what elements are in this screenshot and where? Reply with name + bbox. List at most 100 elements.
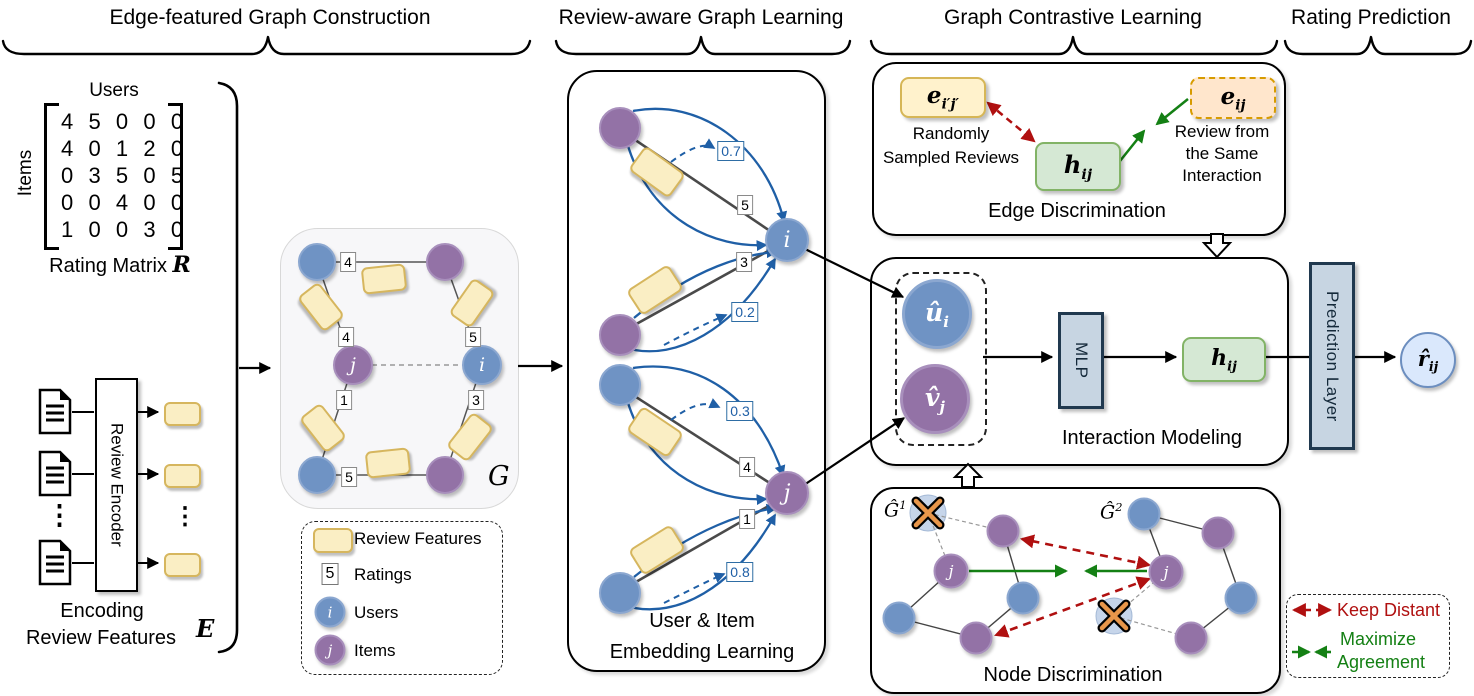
matrix-left-bracket bbox=[44, 103, 59, 250]
matrix-caption-text: Rating Matrix bbox=[49, 255, 167, 277]
left-group-bracket bbox=[217, 81, 272, 654]
g1-user-node bbox=[1006, 581, 1040, 615]
positive-caption-line3: Interaction bbox=[1182, 166, 1262, 185]
review-feature-chip bbox=[164, 402, 201, 426]
review-document-icon bbox=[38, 388, 72, 435]
rating-label: 3 bbox=[468, 390, 484, 410]
legend-ratings-label: Ratings bbox=[354, 565, 412, 584]
embedding-node-i: i bbox=[765, 218, 809, 262]
encoder-symbol: E bbox=[196, 614, 215, 643]
uv-embedding-group-box bbox=[895, 272, 987, 446]
review-document-icon bbox=[38, 450, 72, 497]
g2-label: Ĝ2 bbox=[1100, 500, 1122, 523]
attention-weight-label: 0.2 bbox=[731, 302, 759, 322]
matrix-row: 1 0 0 3 0 bbox=[61, 217, 185, 242]
masked-node bbox=[1095, 597, 1133, 635]
encoder-caption-line1: Encoding bbox=[60, 600, 144, 622]
v-sub: j bbox=[939, 397, 945, 416]
g1-user-node bbox=[882, 601, 916, 635]
legend-item-node: j bbox=[314, 634, 346, 666]
legend-items-label: Items bbox=[354, 641, 396, 660]
graph-node-i: i bbox=[462, 345, 502, 385]
review-encoder-box: Review Encoder bbox=[95, 378, 138, 592]
h-ij-symbol: hij bbox=[1211, 345, 1237, 374]
h-ij-symbol: hij bbox=[1064, 150, 1092, 183]
node-j-label: j bbox=[783, 480, 791, 506]
graph-review-chip bbox=[360, 263, 408, 295]
matrix-symbol: R bbox=[172, 252, 191, 278]
rating-label: 4 bbox=[338, 327, 354, 347]
negative-review-box: ei′j′ bbox=[900, 77, 986, 118]
g2-user-node bbox=[1127, 497, 1161, 531]
u-sub: i bbox=[943, 312, 949, 331]
graph-item-node bbox=[426, 243, 464, 281]
legend-user-symbol: i bbox=[327, 603, 333, 621]
embedding-user-node bbox=[599, 364, 641, 406]
section-title-graph-learning: Review-aware Graph Learning bbox=[558, 6, 844, 29]
r-base: r̂ bbox=[1417, 345, 1429, 371]
interaction-modeling-caption: Interaction Modeling bbox=[1061, 427, 1243, 449]
embedding-user-node bbox=[599, 572, 641, 614]
matrix-row: 4 0 1 2 0 bbox=[61, 136, 185, 161]
keep-distant-label: Keep Distant bbox=[1337, 600, 1441, 620]
legend-user-node: i bbox=[314, 596, 346, 628]
masked-node bbox=[909, 494, 947, 532]
rating-label: 5 bbox=[341, 467, 357, 487]
legend-review-features-label: Review Features bbox=[354, 529, 482, 548]
matrix-row: 0 3 5 0 5 bbox=[61, 163, 185, 188]
node-discrimination-caption: Node Discrimination bbox=[977, 664, 1169, 687]
u-base: û bbox=[925, 297, 944, 327]
rating-label: 5 bbox=[737, 195, 753, 215]
graph-legend-box bbox=[301, 521, 503, 675]
g1-item-node bbox=[959, 621, 993, 655]
review-feature-chip bbox=[164, 464, 201, 488]
matrix-items-label: Items bbox=[15, 149, 36, 197]
section-title-rating-prediction: Rating Prediction bbox=[1291, 6, 1451, 29]
matrix-caption: Rating Matrix R bbox=[30, 252, 210, 278]
e-sub: ij bbox=[1235, 97, 1246, 114]
chips-ellipsis: ⋮ bbox=[173, 503, 197, 530]
rating-label: 1 bbox=[336, 390, 352, 410]
embedding-item-node bbox=[599, 107, 641, 149]
matrix-users-label: Users bbox=[89, 80, 139, 101]
legend-item-symbol: j bbox=[327, 641, 333, 659]
negative-caption-line1: Randomly bbox=[912, 124, 990, 143]
graph-node-j: j bbox=[333, 345, 373, 385]
legend-review-chip bbox=[313, 528, 353, 553]
rating-label: 3 bbox=[736, 252, 752, 272]
embedding-item-node bbox=[599, 314, 641, 356]
g1-item-node bbox=[986, 514, 1020, 548]
section-braces bbox=[1, 35, 1473, 56]
section-title-graph-construction: Edge-featured Graph Construction bbox=[109, 6, 431, 29]
graph-user-node bbox=[298, 243, 336, 281]
maximize-label-line1: Maximize bbox=[1340, 629, 1417, 649]
legend-users-label: Users bbox=[354, 603, 399, 622]
graph-user-node bbox=[298, 456, 336, 494]
item-embedding-circle: v̂j bbox=[900, 364, 970, 434]
h-ij-box-edge-disc: hij bbox=[1035, 142, 1121, 191]
attention-weight-label: 0.7 bbox=[717, 141, 745, 161]
v-hat-symbol: v̂j bbox=[925, 383, 945, 416]
g1-sup: 1 bbox=[899, 498, 907, 512]
h-ij-box-interaction: hij bbox=[1182, 337, 1266, 382]
graph-g-symbol: G bbox=[488, 461, 510, 492]
g2-node-j: j bbox=[1148, 554, 1184, 590]
node-i-label: i bbox=[783, 227, 791, 253]
user-embedding-circle: ûi bbox=[902, 279, 972, 349]
matrix-row: 4 5 0 0 0 bbox=[61, 109, 185, 134]
embedding-caption-line1: User & Item bbox=[649, 610, 755, 632]
node-j-label: j bbox=[948, 561, 954, 581]
rating-label: 5 bbox=[465, 327, 481, 347]
embedding-node-j: j bbox=[765, 471, 809, 515]
positive-review-symbol: eij bbox=[1221, 83, 1246, 114]
matrix-row: 0 0 4 0 0 bbox=[61, 190, 185, 215]
g1-node-j: j bbox=[933, 553, 969, 589]
g1-base: Ĝ bbox=[884, 499, 900, 522]
mlp-box: MLP bbox=[1058, 312, 1104, 409]
matrix-right-bracket bbox=[168, 103, 183, 250]
r-hat-symbol: r̂ij bbox=[1418, 346, 1438, 374]
prediction-layer-box: Prediction Layer bbox=[1309, 262, 1355, 450]
graph-review-chip bbox=[364, 447, 412, 479]
e-sub: i′j′ bbox=[941, 96, 960, 113]
